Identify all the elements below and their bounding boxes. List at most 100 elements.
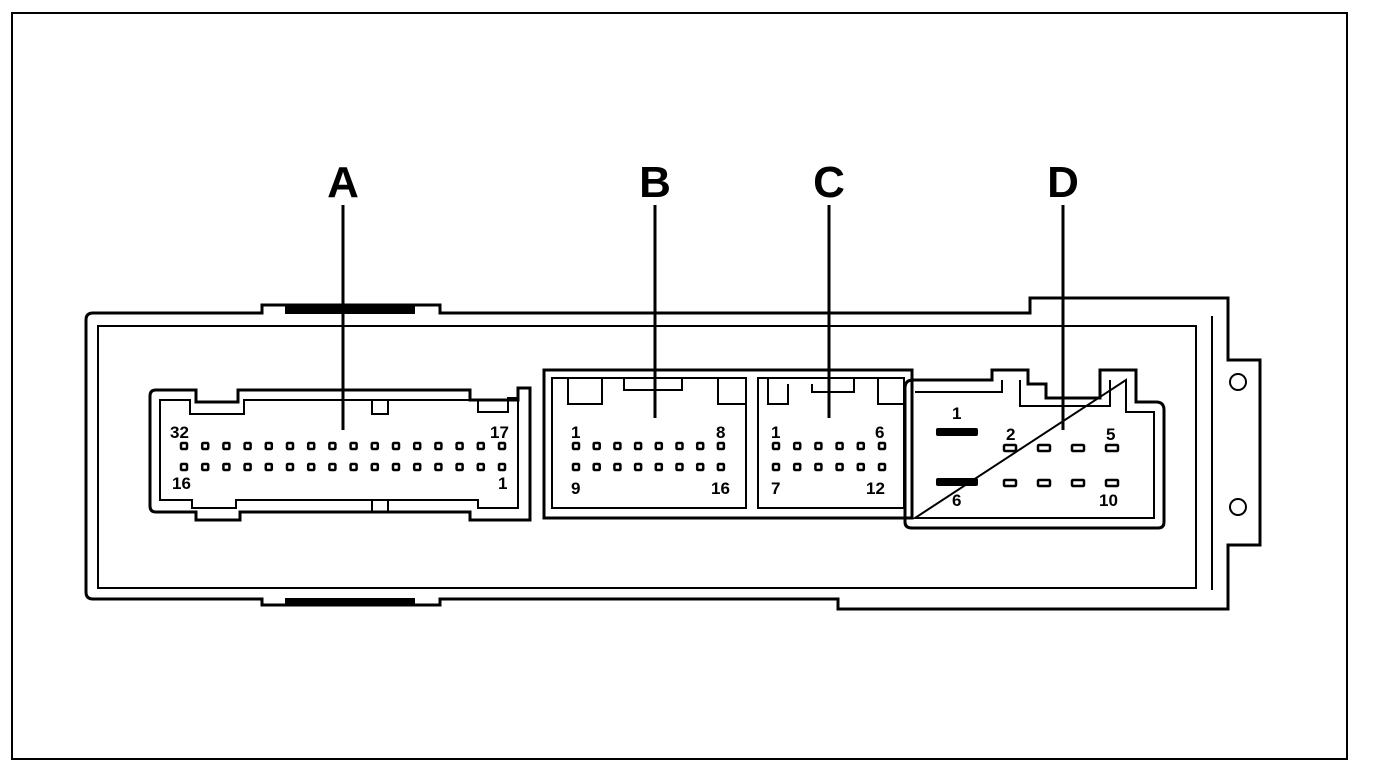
connector-b-label: B [639,158,671,207]
connector-d-pin-top-2 [1036,443,1052,453]
connector-a-pin-top-8 [328,441,337,451]
connector-c-pin-1: 1 [771,423,780,442]
connector-c-pin-top-2 [792,441,802,451]
connector-a-pin-bottom-6 [285,462,295,472]
connector-c-pin-6: 6 [875,423,884,442]
connector-a-pin-bottom-10 [370,462,380,472]
connector-a-pin-bottom-8 [328,462,337,472]
connector-b-pin-bottom-8 [716,462,726,472]
connector-d-pin-bottom-3 [1070,478,1086,488]
connector-labels: A B C D [327,158,1079,430]
connector-a-pin-top-1 [179,441,189,451]
connector-a-pin-bottom-7 [306,462,316,472]
connector-a-pin-bottom-3 [222,462,231,472]
connector-d: 1 2 5 6 10 [903,368,1166,530]
connector-b-pin-bottom-2 [592,462,601,472]
diagram-frame [11,12,1348,760]
connector-a-pin-bottom-5 [264,462,274,472]
connector-b: 1 8 9 16 [571,423,730,498]
connector-a-pin-top-10 [370,441,380,451]
connector-c-pin-top-5 [856,441,866,451]
connector-c-pin-bottom-4 [835,462,844,472]
connector-a-pin-top-14 [455,441,464,451]
connector-a-pin-top-9 [349,441,358,451]
connector-a-pin-bottom-9 [349,462,358,472]
connector-d-pin-grid [1002,443,1120,488]
connector-d-pin-bottom-2 [1036,478,1052,488]
connector-a-pin-top-12 [412,441,422,451]
connector-b-pin-top-5 [654,441,664,451]
module-housing [84,296,1262,611]
connector-d-pin-1: 1 [952,404,961,423]
connector-b-pin-9: 9 [571,479,580,498]
connector-d-pin-10: 10 [1099,491,1118,510]
connector-a-pin-top-4 [243,441,252,451]
connector-a-pin-bottom-2 [200,462,210,472]
connector-d-pin-top-3 [1070,443,1086,453]
connector-a-pin-bottom-15 [476,462,486,472]
connector-a-pin-bottom-16 [497,462,507,472]
connector-d-label: D [1047,158,1079,207]
connector-c-pin-top-4 [835,441,844,451]
connector-a-pin-16: 16 [172,474,191,493]
connector-b-pin-top-4 [633,441,643,451]
connector-c-pin-top-6 [877,441,887,451]
connector-a-pin-1: 1 [498,474,507,493]
connector-b-pin-8: 8 [716,423,725,442]
connector-c-pin-bottom-1 [771,462,781,472]
connector-d-pin-5: 5 [1106,425,1115,444]
connector-b-pin-grid [571,441,726,472]
connector-b-pin-top-7 [695,441,705,451]
connector-a-pin-top-16 [497,441,507,451]
connector-a-pin-32: 32 [170,423,189,442]
connector-a-pin-top-6 [285,441,295,451]
connector-c-pin-bottom-3 [814,462,823,472]
connector-b-pin-bottom-5 [654,462,664,472]
connector-a-pin-17: 17 [490,423,509,442]
connector-a-pin-top-15 [476,441,486,451]
connector-b-pin-bottom-3 [613,462,622,472]
connector-b-pin-top-8 [716,441,726,451]
connector-bc-housing [542,368,914,520]
connector-c-pin-bottom-5 [856,462,866,472]
connector-c-pin-grid [771,441,887,472]
connector-d-pin-top-4 [1104,443,1120,453]
connector-a-pin-top-3 [222,441,231,451]
connector-a-pin-top-11 [391,441,401,451]
connector-b-pin-bottom-1 [571,462,581,472]
connector-c: 1 6 7 12 [771,423,887,498]
connector-c-pin-7: 7 [771,479,780,498]
connector-a-pin-bottom-1 [179,462,189,472]
connector-a-pin-top-7 [306,441,316,451]
connector-c-pin-top-3 [814,441,823,451]
connector-b-pin-1: 1 [571,423,580,442]
connector-b-pin-top-3 [613,441,622,451]
connector-a-pin-bottom-4 [243,462,252,472]
connector-d-pin-6: 6 [952,491,961,510]
connector-d-pin-top-1 [1002,443,1018,453]
connector-b-pin-bottom-4 [633,462,643,472]
connector-a-pin-grid [179,441,507,472]
connector-b-pin-top-6 [675,441,684,451]
connector-b-pin-bottom-7 [695,462,705,472]
connector-d-pin-2: 2 [1006,425,1015,444]
connector-b-pin-top-1 [571,441,581,451]
connector-b-pin-16: 16 [711,479,730,498]
connector-a-pin-bottom-12 [412,462,422,472]
connector-a-pin-top-2 [200,441,210,451]
connector-c-pin-bottom-6 [877,462,887,472]
connector-a-pin-bottom-11 [391,462,401,472]
connector-a-pin-top-13 [434,441,443,451]
connector-b-pin-bottom-6 [675,462,684,472]
connector-c-label: C [813,158,845,207]
connector-d-pin-bottom-4 [1104,478,1120,488]
connector-d-pin-bottom-1 [1002,478,1018,488]
connector-a-label: A [327,158,359,207]
connector-a: 32 17 16 1 [148,386,532,522]
connector-c-pin-top-1 [771,441,781,451]
connector-a-pin-top-5 [264,441,274,451]
connector-c-pin-12: 12 [866,479,885,498]
connector-c-pin-bottom-2 [792,462,802,472]
connector-b-pin-top-2 [592,441,601,451]
